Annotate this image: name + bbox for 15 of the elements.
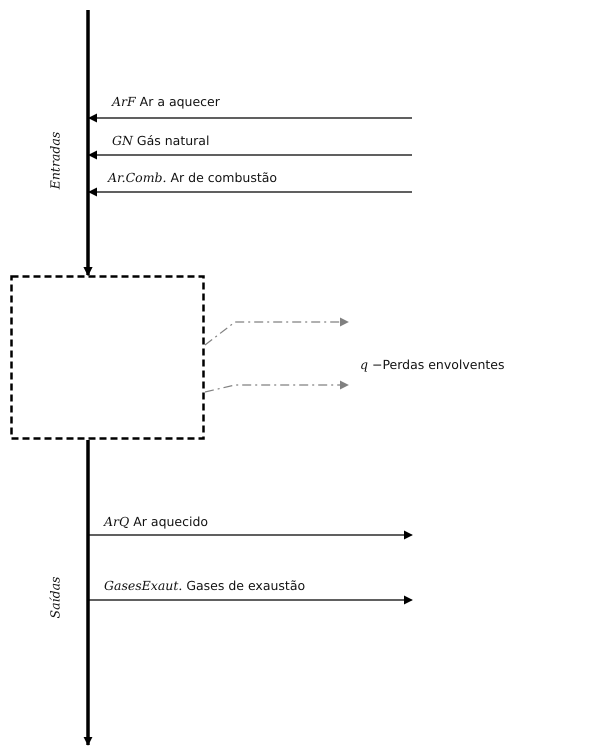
- arrow: [204, 318, 349, 346]
- arrow: [84, 440, 92, 746]
- edge-label: ArF Ar a aquecer: [112, 94, 220, 109]
- control-volume-box: [10, 275, 205, 440]
- edge-label: Ar.Comb. Ar de combustão: [108, 170, 278, 185]
- arrow: [84, 188, 412, 276]
- edge-label: Entradas: [47, 131, 62, 189]
- edge-label: GasesExaut. Gases de exaustão: [104, 578, 306, 593]
- loss-label: q −Perdas envolventes: [360, 357, 585, 375]
- edge-label: Saídas: [47, 576, 62, 618]
- arrow: [84, 10, 92, 276]
- edge-label: ArQ Ar aquecido: [104, 514, 208, 529]
- arrow: [87, 440, 413, 604]
- arrow: [204, 380, 349, 393]
- edge-label: GN Gás natural: [112, 133, 210, 148]
